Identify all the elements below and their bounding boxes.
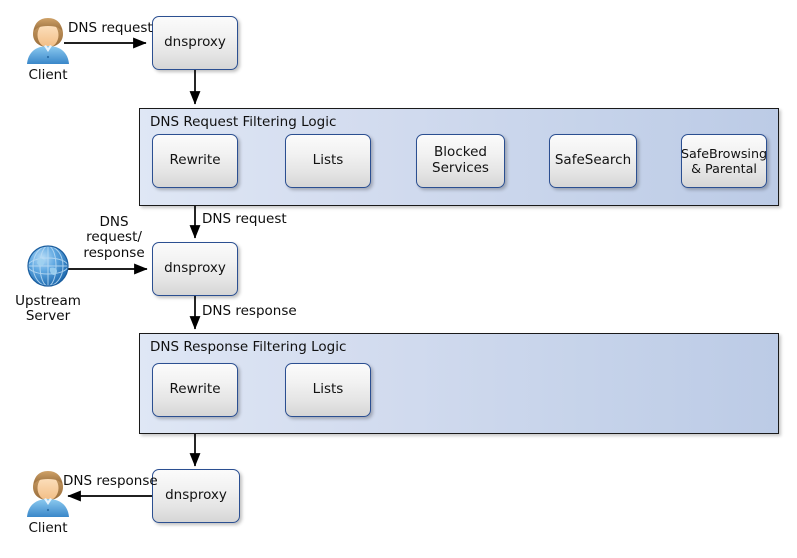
stage-safesearch[interactable]: SafeSearch [549,134,637,188]
actor-caption: Client [28,520,68,536]
stage-label-line1: Blocked [434,144,487,161]
dnsproxy-bottom-label: dnsproxy [165,487,227,504]
stage-label: SafeSearch [554,152,632,169]
edge-label-upstream-exchange: DNS request/ response [78,214,150,261]
actor-client-bottom: Client [14,467,82,536]
stage-lists-request[interactable]: Lists [285,134,371,188]
dnsproxy-middle-node[interactable]: dnsproxy [152,242,238,296]
edge-label-line2: request/ [86,229,142,246]
panel-request-filtering-title: DNS Request Filtering Logic [150,114,337,130]
edge-label-line1: DNS [99,214,129,230]
actor-client-top: Client [14,14,82,83]
stage-label: Lists [312,152,344,169]
dnsproxy-bottom-node[interactable]: dnsproxy [152,469,240,523]
globe-icon [14,240,82,292]
stage-rewrite-response[interactable]: Rewrite [152,363,238,417]
panel-response-filtering: DNS Response Filtering Logic [139,333,779,434]
actor-caption-line1: Upstream [15,293,81,309]
edge-label-line3: response [83,244,145,261]
dnsproxy-top-label: dnsproxy [164,34,226,51]
user-avatar-icon [14,14,82,66]
dnsproxy-top-node[interactable]: dnsproxy [152,16,238,70]
user-avatar-icon [14,467,82,519]
stage-rewrite-request[interactable]: Rewrite [152,134,238,188]
edge-label-dns-response-middle: DNS response [202,303,297,319]
actor-upstream-server: Upstream Server [14,240,82,325]
stage-label-line1: SafeBrowsing [680,146,768,162]
stage-label: Rewrite [169,381,221,398]
edge-label-dns-response-bottom: DNS response [63,473,158,489]
stage-label-line2: Services [432,160,489,176]
edge-label-dns-request-top: DNS request [68,20,153,36]
actor-caption: Client [28,67,68,83]
actor-caption-line2: Server [25,308,71,325]
stage-label: Lists [312,381,344,398]
dnsproxy-middle-label: dnsproxy [164,260,226,277]
stage-safebrowsing-parental[interactable]: SafeBrowsing & Parental [681,134,767,188]
panel-response-filtering-title: DNS Response Filtering Logic [150,339,347,355]
stage-lists-response[interactable]: Lists [285,363,371,417]
stage-label: Rewrite [169,152,221,169]
edge-label-dns-request-middle: DNS request [202,211,287,227]
stage-label-line2: & Parental [691,161,757,176]
stage-blocked-services[interactable]: Blocked Services [416,134,505,188]
